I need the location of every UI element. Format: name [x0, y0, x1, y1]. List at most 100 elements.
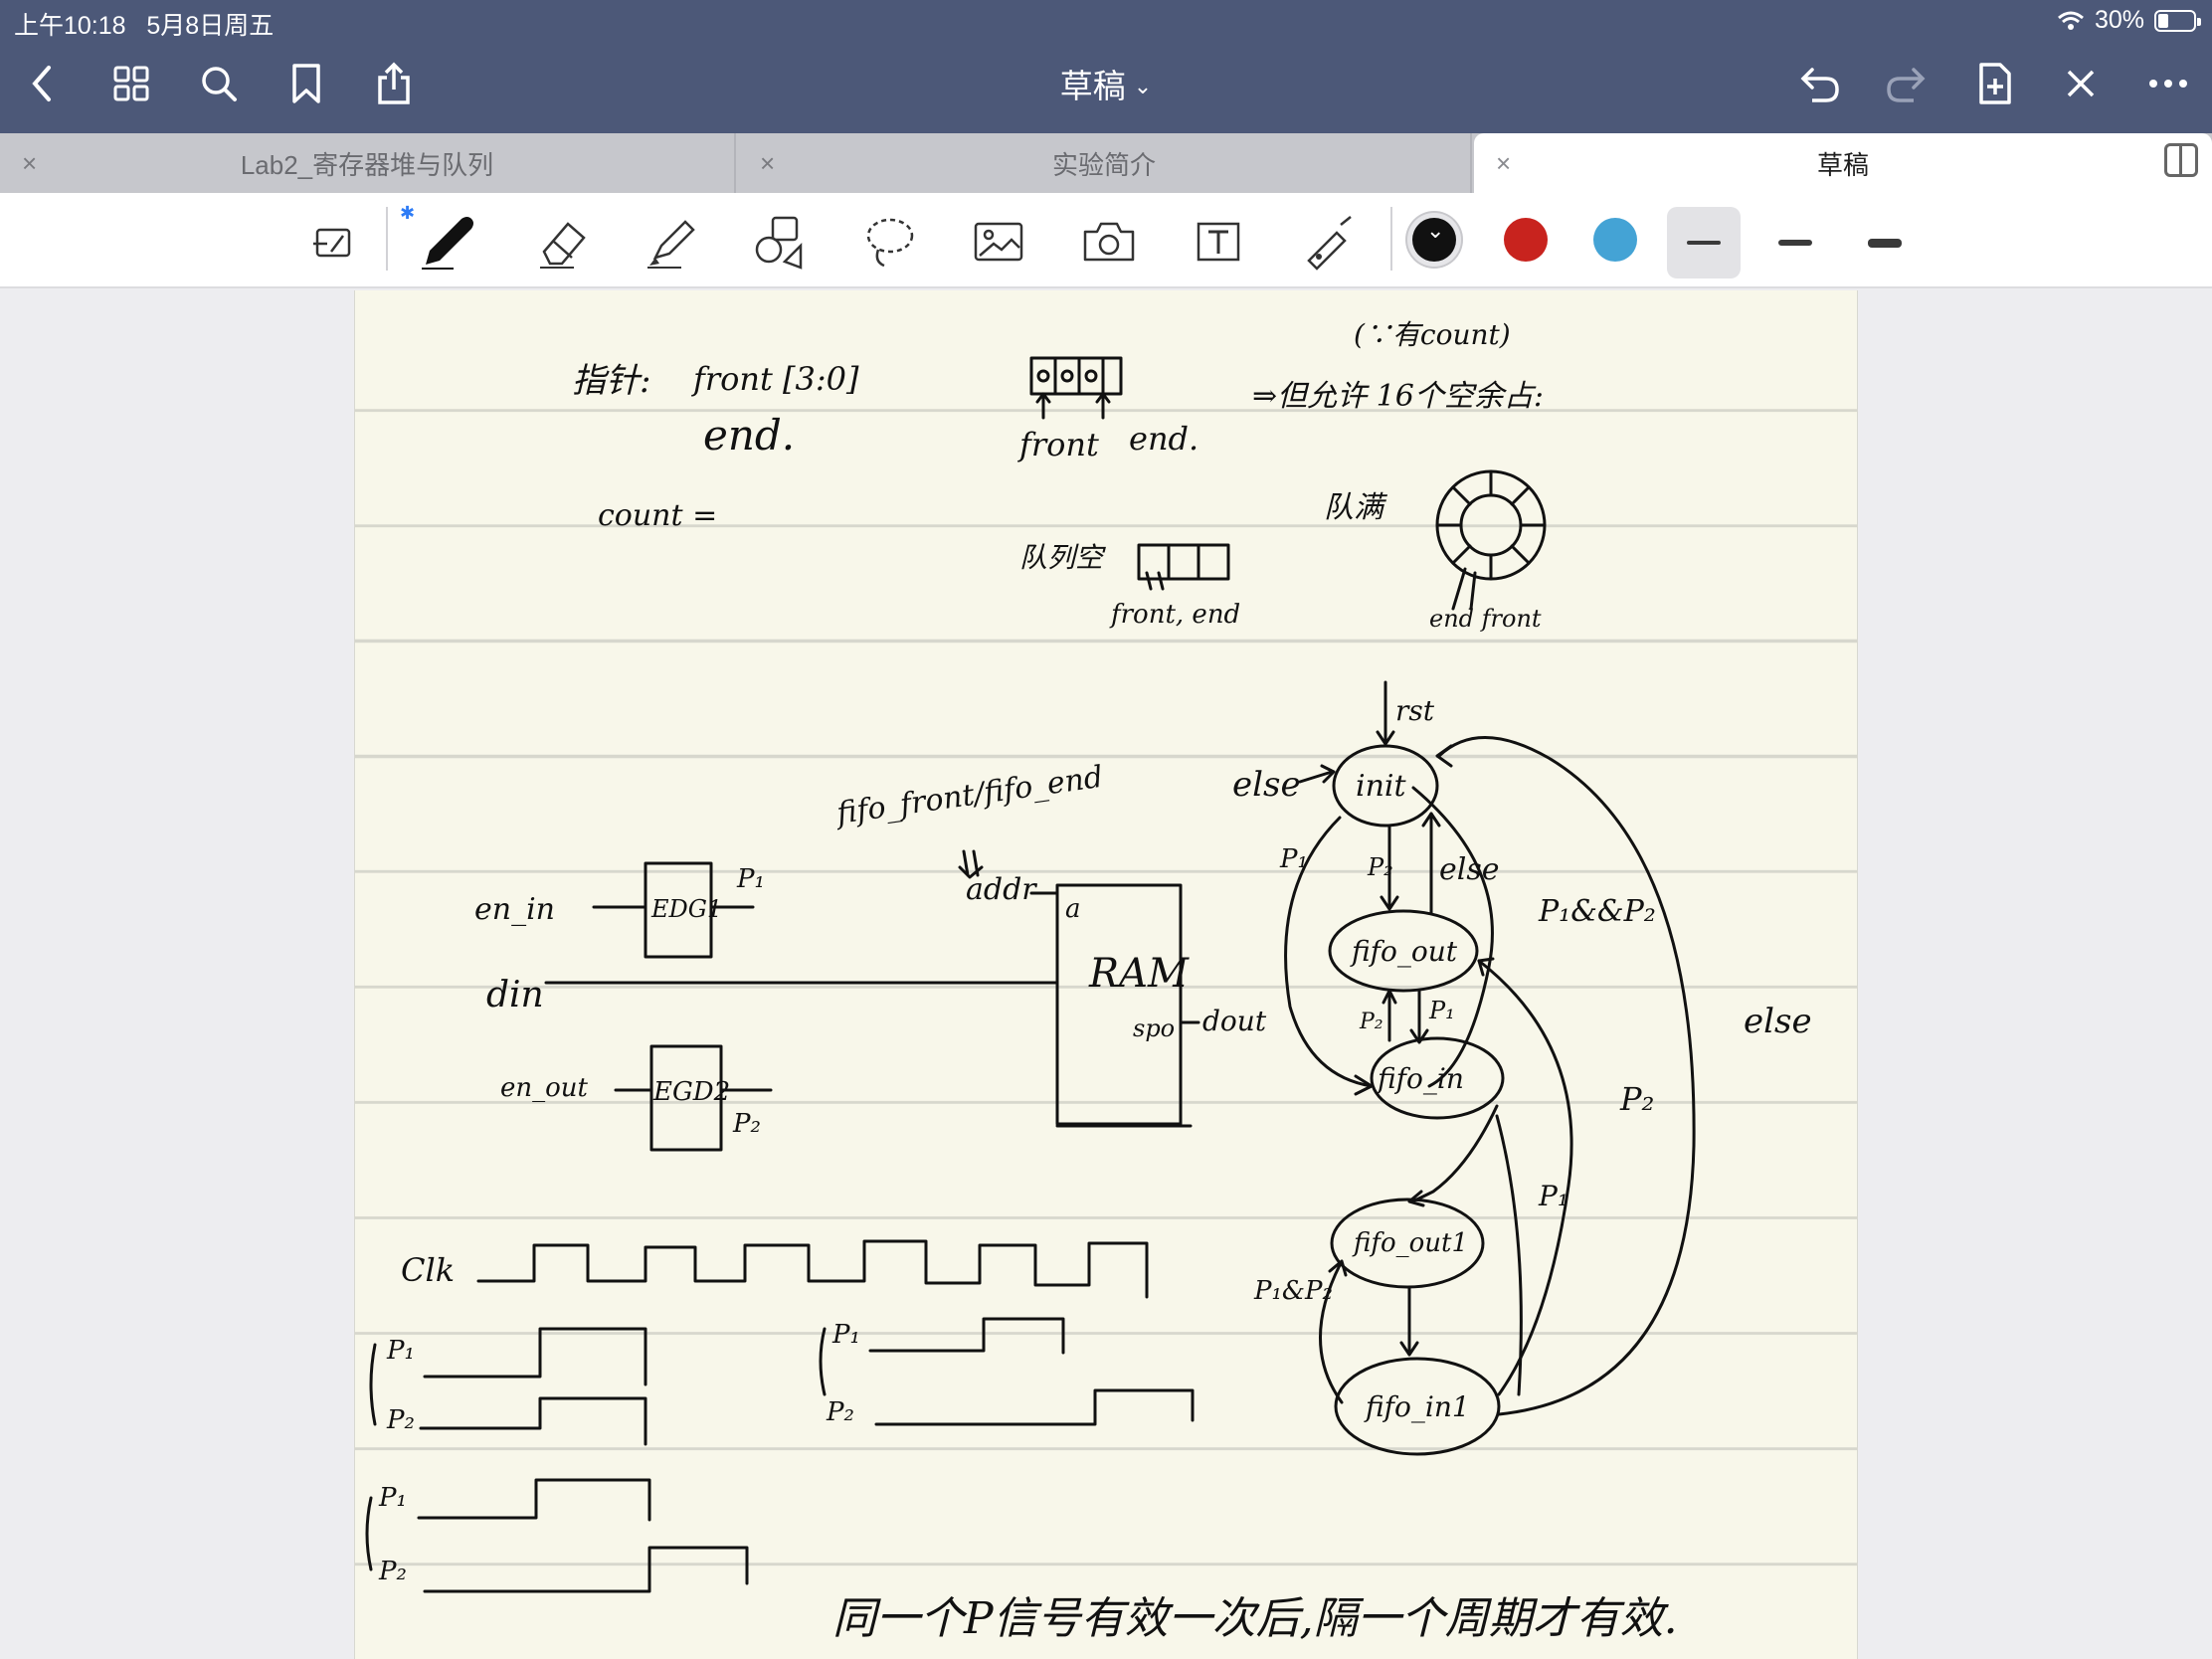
image-tool[interactable]: [965, 207, 1034, 276]
note-spo: spo: [1133, 1014, 1175, 1042]
back-button[interactable]: [14, 56, 70, 111]
queue-boxes: [1029, 356, 1123, 396]
state-fifo-out1-label: fifo_out1: [1352, 1228, 1468, 1258]
brace: [819, 1327, 827, 1396]
status-time: 上午10:18: [14, 12, 126, 40]
note-wave-p2c: P₂: [378, 1557, 407, 1586]
note-fifo-front-end: fifo_front/fifo_end: [832, 760, 1105, 831]
tab-draft[interactable]: × 草稿: [1474, 133, 2212, 193]
ram-block: [1055, 883, 1183, 1126]
shapes-tool[interactable]: [746, 207, 816, 276]
tab-lab2[interactable]: × Lab2_寄存器堆与队列: [0, 133, 736, 193]
note-wave-p1: P₁: [386, 1336, 415, 1366]
battery-icon: [2154, 9, 2201, 32]
text-icon: [1197, 222, 1240, 262]
redo-button[interactable]: [1878, 56, 1934, 111]
disable-tools-button[interactable]: [2053, 56, 2109, 111]
shapes-icon: [755, 216, 803, 270]
pen-icon: [422, 217, 473, 270]
note-p1-edge-c: P₁: [1538, 1180, 1568, 1212]
note-queue-empty: 队列空: [1019, 541, 1106, 574]
note-queue-full: 队满: [1324, 490, 1388, 525]
note-a: a: [1065, 894, 1081, 924]
edg1-block: [644, 861, 713, 959]
camera-tool[interactable]: [1074, 207, 1144, 276]
tab-intro[interactable]: × 实验简介: [738, 133, 1472, 193]
stroke-preview: [1778, 240, 1812, 246]
wifi-icon: [2057, 11, 2084, 30]
edg2-block: [649, 1044, 723, 1152]
camera-icon: [1083, 222, 1135, 262]
tab-label: Lab2_寄存器堆与队列: [240, 149, 494, 180]
text-tool[interactable]: [1184, 207, 1253, 276]
pen-off-icon: [2067, 70, 2095, 97]
note-p1-edge: P₁: [1279, 844, 1308, 874]
thumbnails-button[interactable]: [103, 56, 159, 111]
pen-tool[interactable]: [412, 207, 481, 276]
bookmark-button[interactable]: [278, 56, 334, 111]
add-page-icon: [1979, 63, 2011, 104]
edge-fifo-in1-to-fifo-out: [1477, 959, 1573, 1396]
note-p1-edge-b: P₁: [1428, 997, 1455, 1024]
share-button[interactable]: [366, 56, 422, 111]
toolbar-separator: [1390, 207, 1392, 271]
more-icon: [2149, 80, 2187, 88]
close-icon[interactable]: ×: [22, 148, 38, 178]
close-icon[interactable]: ×: [760, 148, 776, 178]
note-front: front: [1017, 426, 1099, 463]
note-wave-p2: P₂: [386, 1405, 415, 1435]
lasso-tool[interactable]: [855, 207, 925, 276]
note-clk: Clk: [401, 1251, 455, 1289]
stroke-thin[interactable]: [1667, 207, 1741, 278]
highlighter-tool[interactable]: [637, 207, 706, 276]
eraser-icon: [540, 222, 586, 269]
search-icon: [202, 67, 237, 101]
undo-icon: [1800, 68, 1839, 102]
note-p1p2b: P₁&P₂: [1253, 1276, 1333, 1306]
add-page-button[interactable]: [1967, 56, 2023, 111]
close-icon[interactable]: ×: [1496, 148, 1512, 178]
note-dout: dout: [1202, 1005, 1267, 1037]
undo-button[interactable]: [1792, 56, 1848, 111]
note-en-out: en_out: [500, 1073, 589, 1103]
note-end-front: end front: [1429, 605, 1542, 633]
note-count: count =: [598, 498, 717, 533]
handwriting-layer: 指针: front [3:0] end. count = front end. …: [365, 318, 1812, 1644]
note-p2-edge-b: P₂: [1359, 1010, 1383, 1034]
top-bar: 上午10:18 5月8日周五 30%: [0, 0, 2212, 134]
note-count-note: (∵有count): [1354, 318, 1511, 351]
waveform-p1-c: [417, 1478, 651, 1522]
lasso-icon: [866, 218, 914, 268]
color-red[interactable]: [1504, 218, 1548, 262]
split-view-icon[interactable]: [2164, 143, 2198, 177]
lasso-reading-icon: [313, 228, 351, 258]
note-bottom: 同一个P信号有效一次后,隔一个周期才有效.: [832, 1593, 1678, 1644]
canvas-area[interactable]: 指针: front [3:0] end. count = front end. …: [0, 290, 2212, 1659]
state-init: [1332, 744, 1439, 828]
more-button[interactable]: [2140, 56, 2196, 111]
stroke-medium[interactable]: [1758, 207, 1832, 278]
notebook-page[interactable]: 指针: front [3:0] end. count = front end. …: [354, 290, 1858, 1659]
color-black[interactable]: [1412, 218, 1456, 262]
redo-icon: [1887, 68, 1926, 102]
stroke-thick[interactable]: [1848, 207, 1922, 278]
note-end: end.: [703, 411, 795, 460]
color-blue[interactable]: [1593, 218, 1637, 262]
document-title-button[interactable]: 草稿⌄: [995, 60, 1217, 107]
laser-pointer-tool[interactable]: [1293, 207, 1363, 276]
state-init-label: init: [1356, 769, 1407, 804]
share-icon: [378, 62, 410, 104]
status-time-date: 上午10:18 5月8日周五: [14, 6, 274, 42]
tab-bar: × Lab2_寄存器堆与队列 × 实验简介 × 草稿: [0, 133, 2212, 193]
stroke-preview: [1687, 241, 1721, 245]
status-right: 30%: [2057, 6, 2201, 35]
edge-init-to-fifo-in: [1284, 816, 1374, 1088]
read-only-tool[interactable]: [298, 207, 368, 276]
search-button[interactable]: [191, 56, 247, 111]
note-p2-edge: P₂: [1367, 853, 1393, 881]
toolbar-separator: [386, 207, 388, 271]
note-addr: addr: [966, 872, 1037, 907]
eraser-tool[interactable]: [529, 207, 599, 276]
battery-percent: 30%: [2094, 6, 2144, 34]
